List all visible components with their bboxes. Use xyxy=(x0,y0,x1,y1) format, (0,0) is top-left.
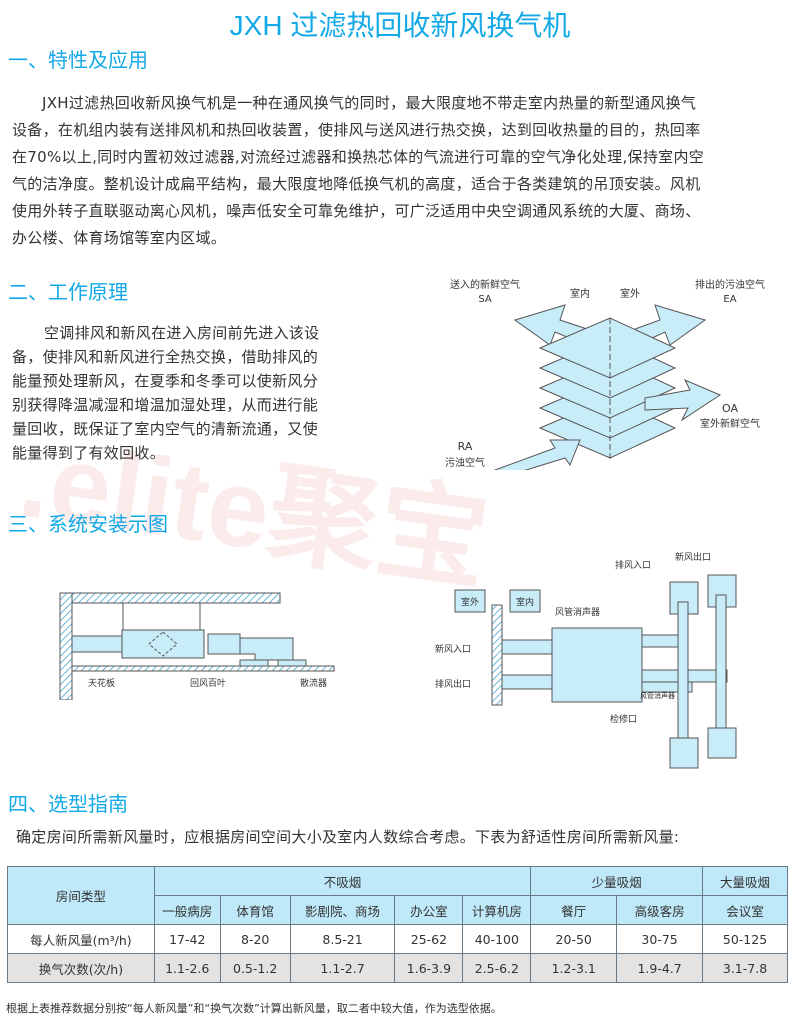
silencer-label-2: 风管消声器 xyxy=(640,691,675,700)
ra-arrow xyxy=(493,439,581,470)
room-header: 餐厅 xyxy=(530,895,618,925)
text-line: 设备，在机组内装有送排风机和热回收装置，使排风与送风进行热交换，达到回收热量的目… xyxy=(12,121,701,139)
text-line: 别获得降温减湿和增温加湿处理，从而进行能 xyxy=(12,396,319,414)
wall xyxy=(59,592,73,700)
indoor-label: 室内 xyxy=(570,287,590,300)
row-label: 换气次数(次/h) xyxy=(7,953,155,983)
cell: 3.1-7.8 xyxy=(702,953,788,983)
oa-code: OA xyxy=(722,402,738,415)
ceiling-install-diagram: 天花板 回风百叶 散流器 xyxy=(59,592,335,700)
sa-label: 送入的新鲜空气 xyxy=(450,278,520,291)
indoor-label: 室内 xyxy=(516,596,534,608)
section-heading-principle: 二、工作原理 xyxy=(8,280,128,304)
text-line: 在70%以上,同时内置初效过滤器,对流经过滤器和换热芯体的气流进行可靠的空气净化… xyxy=(12,148,705,166)
return-grille-label: 回风百叶 xyxy=(190,678,226,689)
outdoor-label: 室外 xyxy=(461,596,479,608)
system-layout-diagram: 室外 室内 风管消声器 新风入口 排风出口 排风入口 新风出口 风管消声器 检修… xyxy=(435,551,737,769)
text-line: 备，使排风和新风进行全热交换，借助排风的 xyxy=(12,348,319,366)
cell: 25-62 xyxy=(394,924,464,954)
header-room-type: 房间类型 xyxy=(7,866,155,925)
oa-label: 室外新鲜空气 xyxy=(700,417,760,430)
text-line: 气的洁净度。整机设计成扁平结构，最大限度地降低换气机的高度，适合于各类建筑的吊顶… xyxy=(12,175,701,193)
text-line: JXH过滤热回收新风换气机是一种在通风换气的同时，最大限度地不带走室内热量的新型… xyxy=(42,94,697,112)
group-header: 不吸烟 xyxy=(153,866,532,896)
group-header: 少量吸烟 xyxy=(530,866,704,896)
room-header: 会议室 xyxy=(702,895,788,925)
room-header: 一般病房 xyxy=(153,895,221,925)
text-line: 办公楼、体育场馆等室内区域。 xyxy=(12,229,227,247)
diffuser-label: 散流器 xyxy=(300,677,327,689)
cell: 8-20 xyxy=(219,924,291,954)
room-header: 计算机房 xyxy=(462,895,532,925)
section-heading-installation: 三、系统安装示图 xyxy=(8,512,168,536)
ra-label: 污浊空气 xyxy=(445,456,485,469)
group-header: 大量吸烟 xyxy=(702,866,788,896)
cell: 1.1-2.7 xyxy=(289,953,396,983)
unit-body xyxy=(121,629,205,659)
ceiling-slab xyxy=(59,592,281,604)
ea-label: 排出的污浊空气 xyxy=(695,278,765,291)
room-header: 体育馆 xyxy=(219,895,291,925)
fresh-air-outlet-label: 新风出口 xyxy=(675,551,711,563)
row-label: 每人新风量(m³/h) xyxy=(7,924,155,954)
cell: 1.1-2.6 xyxy=(153,953,221,983)
oa-arrow xyxy=(644,379,722,422)
cell: 20-50 xyxy=(530,924,618,954)
cell: 2.5-6.2 xyxy=(462,953,532,983)
cell: 0.5-1.2 xyxy=(219,953,291,983)
text-line: 能量预处理新风，在夏季和冬季可以使新风分 xyxy=(12,372,319,390)
exhaust-inlet-label: 排风入口 xyxy=(615,559,651,571)
sa-code: SA xyxy=(478,294,492,305)
cell: 50-125 xyxy=(702,924,788,954)
cell: 1.6-3.9 xyxy=(394,953,464,983)
exchanger-core xyxy=(538,317,677,459)
room-header: 影剧院、商场 xyxy=(289,895,396,925)
cell: 30-75 xyxy=(616,924,704,954)
cell: 40-100 xyxy=(462,924,532,954)
room-header: 办公室 xyxy=(394,895,464,925)
unit-body xyxy=(551,627,643,703)
outdoor-label: 室外 xyxy=(620,287,640,300)
cell: 1.9-4.7 xyxy=(616,953,704,983)
ceiling-label: 天花板 xyxy=(88,677,115,689)
cell: 17-42 xyxy=(153,924,221,954)
cell: 1.2-3.1 xyxy=(530,953,618,983)
text-line: 空调排风和新风在进入房间前先进入该设 xyxy=(44,324,320,342)
footnote: 根据上表推荐数据分别按“每人新风量”和“换气次数”计算出新风量，取二者中较大值，… xyxy=(6,1002,502,1015)
exhaust-outlet-label: 排风出口 xyxy=(435,678,471,690)
text-line: 量回收，既保证了室内空气的清新流通，又使 xyxy=(12,420,319,438)
silencer-label: 风管消声器 xyxy=(555,606,600,618)
section-heading-selection: 四、选型指南 xyxy=(8,792,128,816)
section-heading-features: 一、特性及应用 xyxy=(8,48,148,72)
ea-code: EA xyxy=(723,294,736,305)
selection-intro: 确定房间所需新风量时，应根据房间空间大小及室内人数综合考虑。下表为舒适性房间所需… xyxy=(16,828,680,846)
page-title: JXH 过滤热回收新风换气机 xyxy=(229,10,571,41)
text-line: 使用外转子直联驱动离心风机，噪声低安全可靠免维护，可广泛适用中央空调通风系统的大… xyxy=(12,202,701,220)
heat-exchanger-diagram: 送入的新鲜空气 SA 室内 室外 排出的污浊空气 EA OA 室外新鲜空气 RA… xyxy=(445,278,765,470)
cell: 8.5-21 xyxy=(289,924,396,954)
fresh-air-inlet-label: 新风入口 xyxy=(435,643,471,655)
access-port-label: 检修口 xyxy=(610,713,637,725)
ceiling-board xyxy=(71,665,335,672)
text-line: 能量得到了有效回收。 xyxy=(12,444,166,462)
fresh-air-table: 房间类型 不吸烟 少量吸烟 大量吸烟 一般病房体育馆影剧院、商场办公室计算机房餐… xyxy=(7,866,788,983)
room-header: 高级客房 xyxy=(616,895,704,925)
ra-code: RA xyxy=(458,440,473,453)
